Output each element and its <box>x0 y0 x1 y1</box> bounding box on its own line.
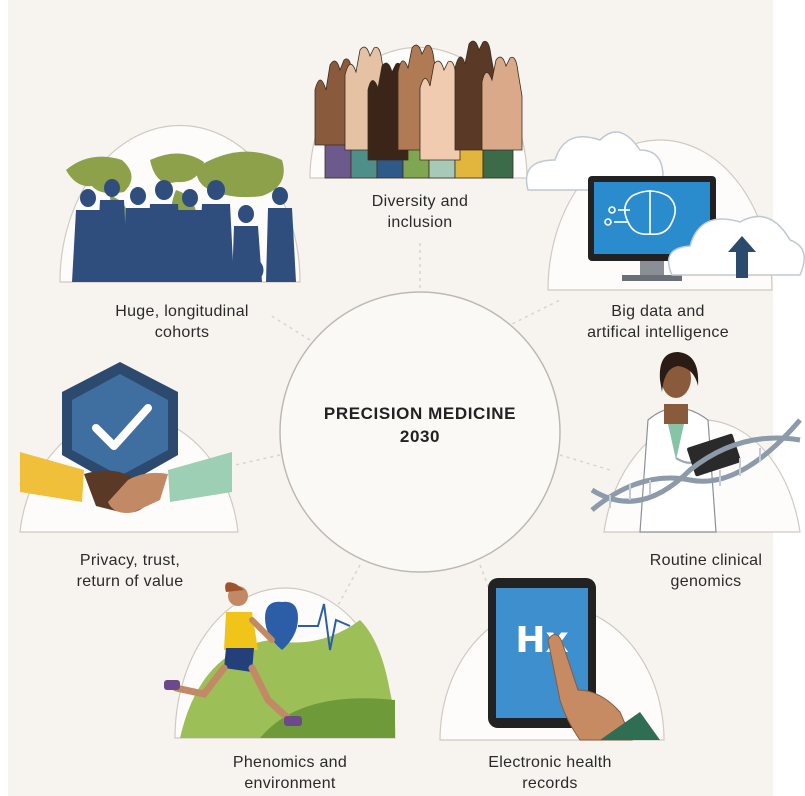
label-genomics: Routine clinical genomics <box>649 552 763 590</box>
label-cohorts: Huge, longitudinal cohorts <box>115 303 249 341</box>
shield-handshake-icon <box>19 362 239 533</box>
center-title-line2: 2030 <box>399 427 441 446</box>
label-privacy: Privacy, trust, return of value <box>76 552 184 590</box>
center-title-line1: PRECISION MEDICINE <box>323 404 517 423</box>
doctor-dna-icon <box>590 352 802 533</box>
ai-monitor-cloud-icon <box>525 131 805 291</box>
center-circle <box>279 291 561 573</box>
label-big-data: Big data and artifical intelligence <box>587 303 729 341</box>
label-health-records: Electronic health records <box>488 754 612 792</box>
runner-heartbeat-icon <box>164 582 396 739</box>
label-diversity: Diversity and inclusion <box>371 193 469 231</box>
raised-hands-icon <box>309 40 528 179</box>
world-crowd-icon <box>59 124 301 283</box>
center-title: PRECISION MEDICINE 2030 <box>282 402 558 448</box>
label-phenomics: Phenomics and environment <box>232 754 348 792</box>
tablet-hx-icon: Hx <box>439 578 665 741</box>
